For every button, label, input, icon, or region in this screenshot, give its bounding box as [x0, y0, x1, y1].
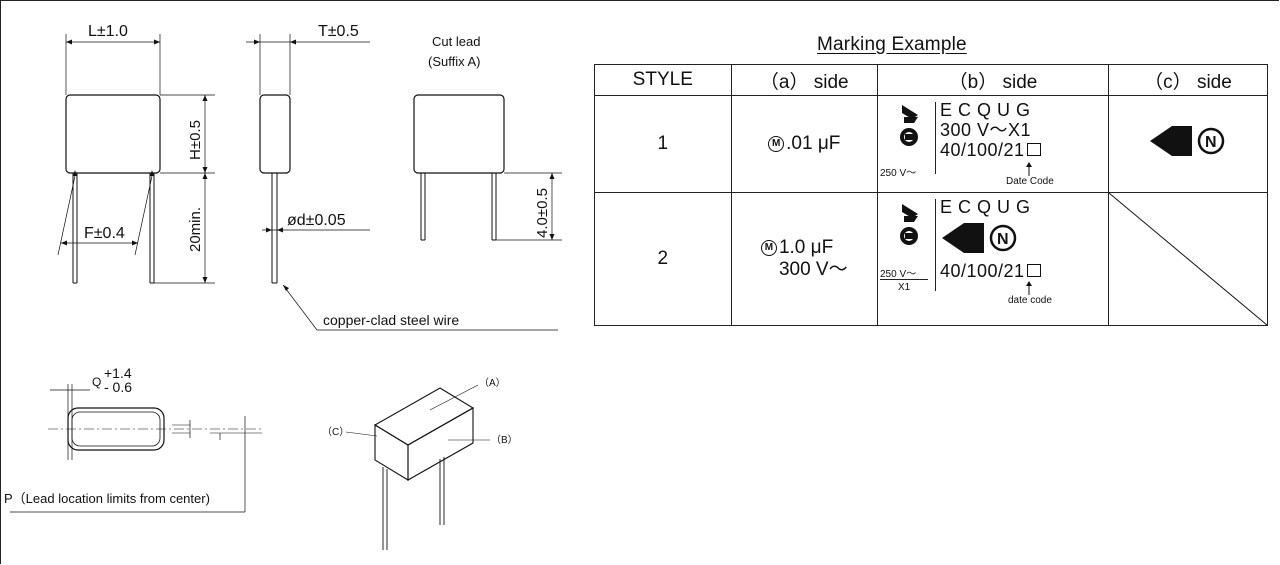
- b-sub: X1: [897, 282, 911, 293]
- wire-label: copper-clad steel wire: [323, 312, 459, 328]
- b-line2: 300 V～X1: [939, 120, 1032, 140]
- arrow-up-icon: [1025, 162, 1032, 176]
- cut-body-outline: [413, 94, 505, 174]
- dim-Q-plus: +1.4: [104, 365, 132, 381]
- face-C-label: （C）: [322, 426, 349, 438]
- suffix-label: (Suffix A): [428, 54, 481, 69]
- cut-lead-view: Cut lead (Suffix A) 4.0±0.5: [413, 34, 562, 241]
- b-line1: E C Q U G: [939, 100, 1031, 120]
- b-line3: 40/100/21: [939, 140, 1025, 160]
- a-side-voltage: 300 V～: [778, 259, 848, 280]
- dim-Q-prefix: Q: [92, 375, 101, 389]
- table-row: 1 M.01 μF 250 V～ E C Q U G 300 V～X1 40/1…: [594, 95, 1269, 193]
- header-style: STYLE: [594, 64, 732, 96]
- c-number: 17: [970, 233, 984, 247]
- front-view: L±1.0 H±0.5 20min. F±0.4: [57, 23, 215, 284]
- marking-title: Marking Example: [817, 34, 967, 55]
- semko-mark-icon: 17 N: [941, 223, 1017, 253]
- dim-cut-length: 4.0±0.5: [534, 188, 551, 238]
- c-letter: N: [997, 231, 1009, 248]
- dim-Q-minus: - 0.6: [104, 379, 132, 395]
- b-rating: 250 V～: [879, 168, 917, 179]
- header-a-side: （a） side: [730, 64, 878, 96]
- b-side-cell: 250 V～ X1 E C Q U G 17 N 40/100/21 date …: [876, 192, 1109, 326]
- b-line3: 40/100/21: [939, 261, 1025, 281]
- dim-F: F±0.4: [84, 225, 125, 242]
- semko-mark-icon: 17 N: [1149, 126, 1225, 156]
- a-side-cell: M.01 μF: [730, 95, 878, 193]
- dim-L: L±1.0: [88, 23, 128, 40]
- c-side-cell: 17 N: [1107, 95, 1269, 193]
- table-header-row: STYLE （a） side （b） side （c） side: [594, 64, 1269, 96]
- a-side-value: 1.0 μF: [778, 237, 834, 258]
- lead-location-label: P（Lead location limits from center): [4, 491, 210, 506]
- side-body-outline: [259, 94, 291, 174]
- date-box-icon: [1026, 264, 1041, 277]
- diagonal-slash: [1108, 193, 1267, 325]
- face-A-label: （A）: [479, 377, 506, 389]
- ul-csa-icon: [899, 105, 918, 146]
- side-view: T±0.5 ød±0.05 copper-clad steel wire: [246, 23, 558, 331]
- capacitor-dimension-drawing: L±1.0 H±0.5 20min. F±0.4 T±0.5 ød±0: [4, 23, 562, 550]
- style-cell: 2: [594, 192, 732, 326]
- dim-T: T±0.5: [318, 23, 359, 40]
- ul-csa-icon: [899, 204, 918, 245]
- header-c-side: （c） side: [1107, 64, 1269, 96]
- front-body-outline: [65, 94, 161, 174]
- style-cell: 1: [594, 95, 732, 193]
- date-box-icon: [1026, 143, 1041, 156]
- b-line1: E C Q U G: [939, 197, 1031, 217]
- top-view: Q +1.4 - 0.6 P（Lead location limits from…: [4, 365, 262, 513]
- dim-H: H±0.5: [187, 120, 204, 160]
- isometric-view: （A） （B） （C）: [322, 377, 518, 550]
- b-note: date code: [1007, 295, 1052, 306]
- cut-lead-label: Cut lead: [432, 34, 480, 49]
- c-letter: N: [1205, 134, 1217, 151]
- b-rating: 250 V～: [879, 269, 917, 280]
- c-side-empty-cell: [1107, 192, 1269, 326]
- arrow-up-icon: [1025, 281, 1032, 295]
- marking-table: STYLE （a） side （b） side （c） side 1 M.01 …: [594, 64, 1269, 326]
- a-side-value: .01 μF: [786, 133, 841, 154]
- c-number: 17: [1178, 136, 1192, 150]
- header-b-side: （b） side: [876, 64, 1109, 96]
- dim-lead-length: 20min.: [187, 207, 204, 252]
- b-note: Date Code: [1005, 176, 1054, 187]
- m-logo-icon: M: [760, 239, 777, 256]
- b-side-cell: 250 V～ E C Q U G 300 V～X1 40/100/21 Date…: [876, 95, 1109, 193]
- dim-d: ød±0.05: [287, 212, 346, 229]
- m-logo-icon: M: [768, 135, 785, 152]
- face-B-label: （B）: [491, 434, 518, 446]
